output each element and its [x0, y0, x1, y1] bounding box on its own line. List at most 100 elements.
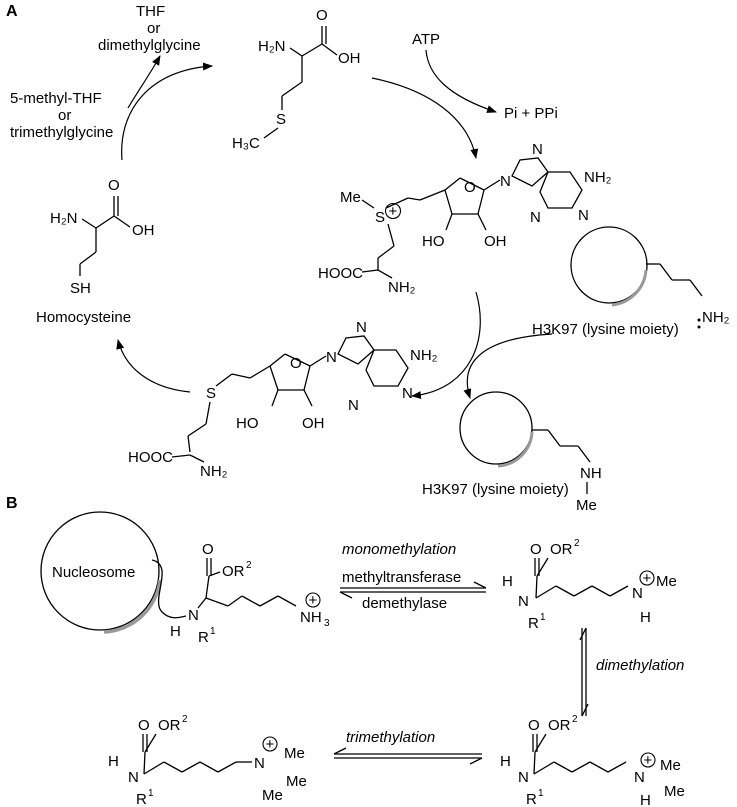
h3k97-lysine-1: NH₂: [570, 226, 730, 329]
h3k97-label-2: H3K97 (lysine moiety): [422, 481, 569, 498]
svg-text:H: H: [640, 792, 651, 807]
trimethylation-label: trimethylation: [346, 729, 435, 746]
svg-text:NH₂: NH₂: [584, 169, 612, 186]
svg-text:N: N: [356, 319, 367, 336]
equilibrium-arrows-di: [579, 627, 589, 717]
arrow-lysine-methylation: [463, 333, 553, 399]
svg-text:NH₂: NH₂: [200, 463, 228, 480]
or-label-1: or: [147, 20, 160, 37]
svg-text:O: O: [290, 355, 302, 372]
arrow-sah-to-homocysteine: [116, 339, 191, 393]
arrow-sam-to-sah: [411, 291, 481, 400]
svg-text:OR: OR: [550, 541, 573, 558]
svg-text:H: H: [500, 753, 511, 770]
svg-text:H: H: [108, 753, 119, 770]
svg-text:OR: OR: [158, 717, 181, 734]
homocysteine-structure: H₂N O OH SH: [50, 177, 155, 297]
svg-text:N: N: [578, 207, 589, 224]
svg-text:O: O: [138, 717, 150, 734]
svg-text:Me: Me: [664, 783, 685, 800]
svg-text:NH: NH: [580, 465, 602, 482]
or-label-2: or: [58, 107, 71, 124]
methyl-thf-label: 5-methyl-THF: [10, 90, 102, 107]
svg-text:1: 1: [148, 788, 154, 799]
homocysteine-label: Homocysteine: [36, 309, 131, 326]
svg-text:OH: OH: [338, 50, 361, 67]
svg-text:O: O: [316, 7, 328, 24]
svg-text:OH: OH: [484, 233, 507, 250]
monomethylation-label: monomethylation: [342, 541, 456, 558]
svg-text:+: +: [389, 203, 398, 220]
svg-text:H₃C: H₃C: [232, 135, 260, 152]
dimethylglycine-label: dimethylglycine: [98, 37, 201, 54]
svg-text:NH: NH: [300, 609, 322, 626]
svg-text:1: 1: [538, 788, 544, 799]
svg-text:+: +: [644, 752, 653, 769]
arrow-methionine-to-sam: [371, 77, 479, 159]
svg-text:OR: OR: [222, 563, 245, 580]
svg-text:HO: HO: [236, 415, 259, 432]
svg-text:N: N: [500, 173, 511, 190]
svg-text:O: O: [464, 179, 476, 196]
lysine-dimethyl: O OR 2 N H R 1 + N Me Me H: [500, 714, 685, 807]
svg-text:Me: Me: [286, 773, 307, 790]
arrow-homocysteine-to-methionine: [121, 62, 213, 161]
svg-text:O: O: [530, 541, 542, 558]
svg-text:2: 2: [574, 538, 580, 549]
svg-text:N: N: [254, 755, 265, 772]
arrow-atp-in: [425, 49, 497, 113]
svg-text:1: 1: [210, 626, 216, 637]
svg-text:1: 1: [540, 612, 546, 623]
lysine-unmethylated: O OR 2 N H R 1 + NH 3: [170, 541, 330, 646]
svg-text:Me: Me: [262, 787, 283, 804]
svg-text:Me: Me: [660, 757, 681, 774]
equilibrium-arrows-tri: [333, 747, 483, 765]
svg-text:NH₂: NH₂: [702, 309, 730, 326]
atp-label: ATP: [412, 31, 440, 48]
svg-text:H: H: [170, 623, 181, 640]
svg-text:N: N: [530, 209, 541, 226]
sam-structure: Me S + O HO OH N N NH₂ N N HOOC NH₂: [318, 141, 612, 296]
svg-text:O: O: [108, 177, 120, 194]
svg-text:R: R: [198, 629, 209, 646]
pi-ppi-label: Pi + PPi: [504, 105, 558, 122]
svg-text:N: N: [348, 397, 359, 414]
svg-text:SH: SH: [70, 280, 91, 297]
panel-a-label: A: [6, 3, 18, 20]
svg-text:R: R: [136, 791, 147, 807]
demethylase-label: demethylase: [362, 595, 447, 612]
svg-text:N: N: [188, 607, 199, 624]
svg-text:HO: HO: [422, 233, 445, 250]
svg-text:OR: OR: [548, 717, 571, 734]
sah-structure: S O HO OH N N NH₂ N N HOOC NH₂: [128, 319, 438, 480]
svg-text:Nucleosome: Nucleosome: [52, 564, 135, 581]
svg-text:N: N: [518, 769, 529, 786]
svg-text:+: +: [266, 736, 275, 753]
svg-text:S: S: [375, 209, 385, 226]
dimethylation-label: dimethylation: [596, 657, 684, 674]
svg-text:Me: Me: [340, 189, 361, 206]
svg-text:HOOC: HOOC: [318, 265, 363, 282]
lysine-trimethyl: O OR 2 N H R 1 + N Me Me Me: [108, 714, 307, 807]
svg-text:3: 3: [324, 618, 330, 629]
h3k97-label-1: H3K97 (lysine moiety): [532, 321, 679, 338]
svg-text:S: S: [276, 111, 286, 128]
svg-text:Me: Me: [284, 745, 305, 762]
svg-text:S: S: [206, 385, 216, 402]
svg-text:2: 2: [572, 714, 578, 725]
svg-text:O: O: [202, 541, 214, 558]
svg-text:HOOC: HOOC: [128, 449, 173, 466]
svg-text:O: O: [528, 717, 540, 734]
methionine-structure: H₂N O OH S H₃C: [232, 7, 361, 152]
svg-text:R: R: [528, 615, 539, 632]
thf-label: THF: [136, 3, 165, 20]
svg-text:H₂N: H₂N: [258, 38, 286, 55]
svg-text:N: N: [326, 349, 337, 366]
svg-text:N: N: [632, 585, 643, 602]
equilibrium-arrows-mono: [339, 581, 487, 599]
svg-text:+: +: [309, 592, 318, 609]
svg-text:N: N: [532, 141, 543, 158]
svg-text:N: N: [128, 769, 139, 786]
svg-text:2: 2: [182, 714, 188, 725]
